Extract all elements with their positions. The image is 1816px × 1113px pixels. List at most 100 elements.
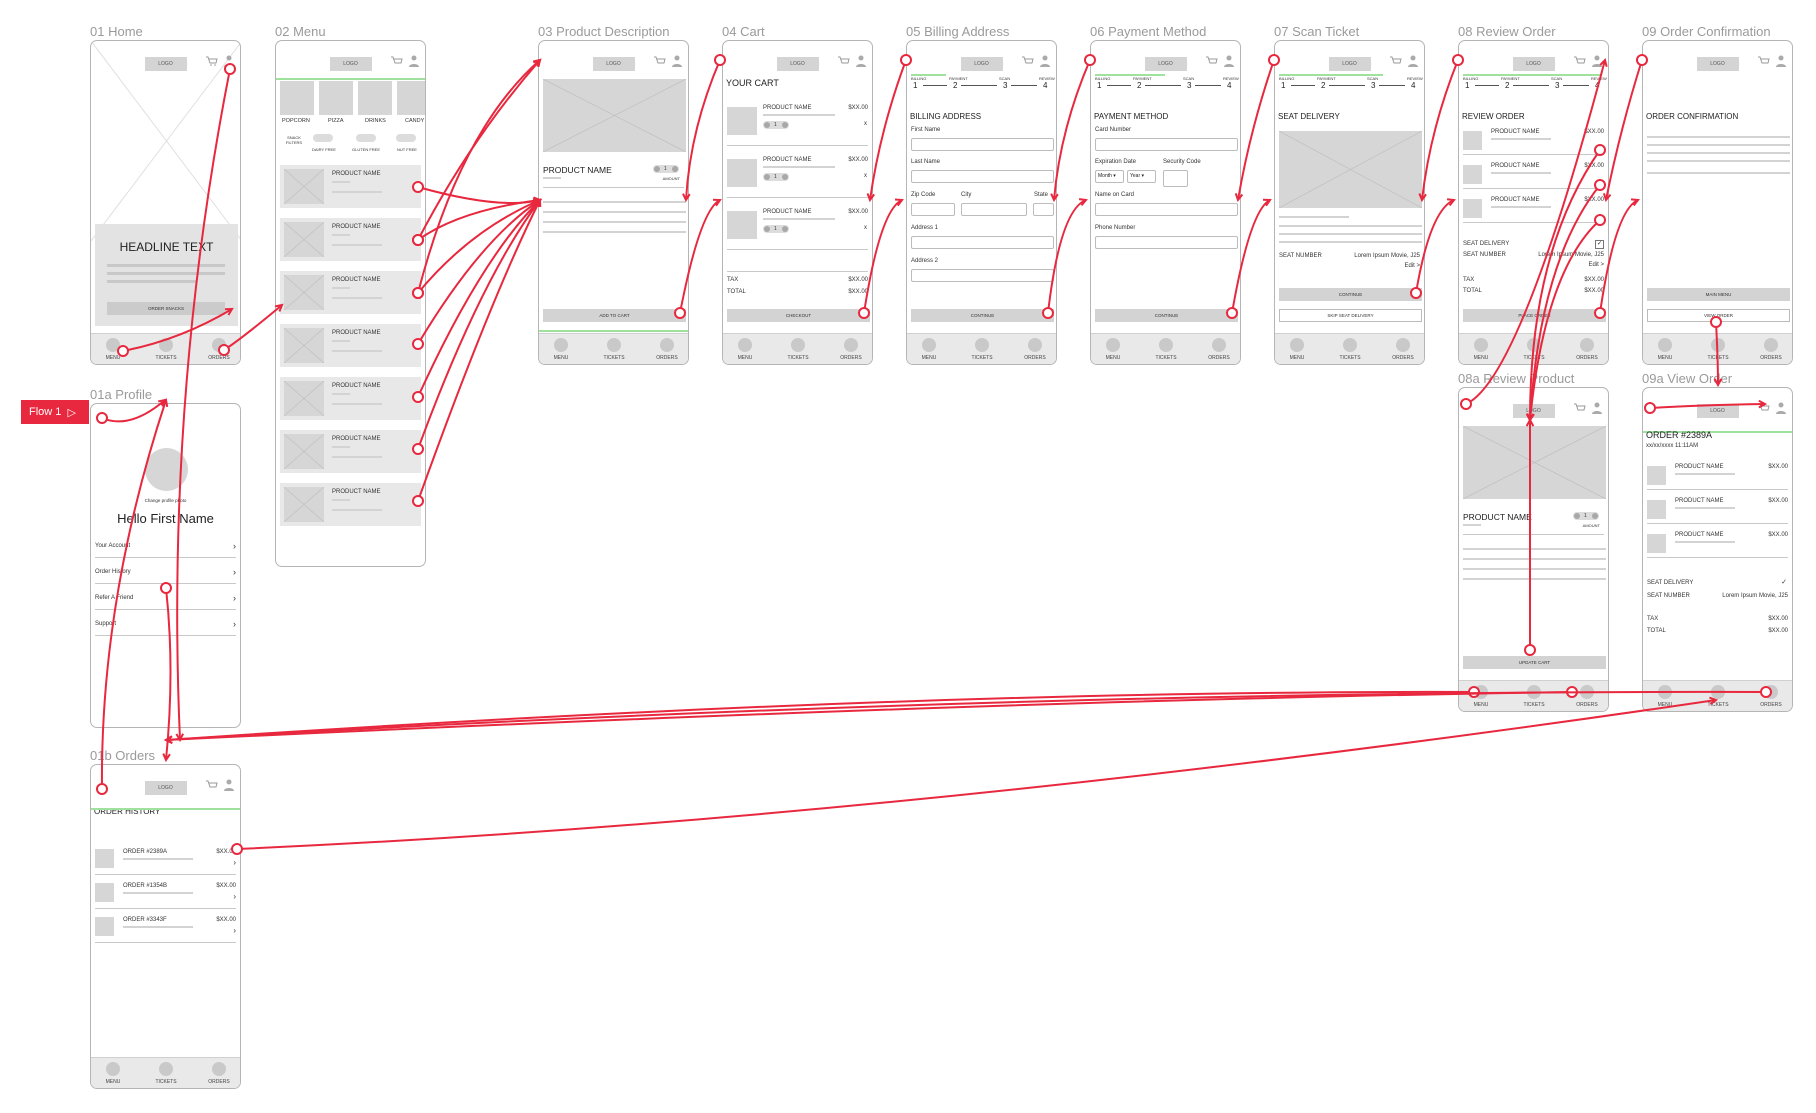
- category-popcorn[interactable]: POPCORN: [282, 118, 310, 124]
- update-cart-button[interactable]: UPDATE CART: [1463, 656, 1606, 669]
- seat-delivery-checkbox[interactable]: ✓: [1595, 240, 1604, 249]
- link-your-account[interactable]: Your Account: [95, 543, 131, 549]
- nav-menu[interactable]: MENU: [541, 338, 581, 361]
- year-select[interactable]: Year ▾: [1127, 170, 1156, 183]
- step-number[interactable]: 3: [1555, 81, 1560, 90]
- order-row[interactable]: ORDER #1354B $XX.00 ›: [91, 879, 240, 911]
- step-number[interactable]: 2: [1321, 81, 1326, 90]
- cart-icon[interactable]: [391, 56, 403, 66]
- cart-icon[interactable]: [1390, 56, 1402, 66]
- product-card[interactable]: PRODUCT NAME: [280, 218, 421, 261]
- address-2-field[interactable]: [911, 269, 1054, 282]
- nav-menu[interactable]: MENU: [93, 1062, 133, 1085]
- edit-seat-link[interactable]: Edit >: [1404, 263, 1420, 269]
- nav-orders[interactable]: ORDERS: [1567, 338, 1607, 361]
- step-number[interactable]: 2: [1137, 81, 1142, 90]
- step-number[interactable]: 3: [1371, 81, 1376, 90]
- category-image[interactable]: [397, 81, 425, 115]
- category-image[interactable]: [280, 81, 314, 115]
- nav-menu[interactable]: MENU: [1093, 338, 1133, 361]
- user-icon[interactable]: [672, 55, 682, 67]
- link-support[interactable]: Support: [95, 621, 117, 627]
- nav-tickets[interactable]: TICKETS: [1698, 685, 1738, 708]
- phone-field[interactable]: [1095, 236, 1238, 249]
- ticket-scanner-image[interactable]: [1279, 131, 1422, 208]
- quantity-stepper[interactable]: 1: [1573, 512, 1599, 520]
- review-item[interactable]: PRODUCT NAME$XX.00: [1459, 193, 1608, 225]
- link-refer-friend[interactable]: Refer A Friend: [95, 595, 134, 601]
- user-icon[interactable]: [1776, 55, 1786, 67]
- user-icon[interactable]: [224, 779, 234, 791]
- cart-icon[interactable]: [1022, 56, 1034, 66]
- nav-orders[interactable]: ORDERS: [1015, 338, 1055, 361]
- continue-button[interactable]: CONTINUE: [911, 309, 1054, 322]
- user-icon[interactable]: [1040, 55, 1050, 67]
- user-icon[interactable]: [224, 55, 234, 67]
- continue-button[interactable]: CONTINUE: [1095, 309, 1238, 322]
- security-code-field[interactable]: [1163, 170, 1188, 187]
- nav-menu[interactable]: MENU: [93, 338, 133, 361]
- place-order-button[interactable]: PLACE ORDER: [1463, 309, 1606, 322]
- quantity-stepper[interactable]: 1: [763, 225, 789, 233]
- cart-icon[interactable]: [1758, 56, 1770, 66]
- zip-field[interactable]: [911, 203, 955, 216]
- first-name-field[interactable]: [911, 138, 1054, 151]
- nav-orders[interactable]: ORDERS: [1751, 338, 1791, 361]
- quantity-stepper[interactable]: 1: [763, 121, 789, 129]
- view-order-button[interactable]: VIEW ORDER: [1647, 309, 1790, 322]
- nav-orders[interactable]: ORDERS: [1751, 685, 1791, 708]
- step-number[interactable]: 4: [1043, 81, 1048, 90]
- nav-menu[interactable]: MENU: [1277, 338, 1317, 361]
- cart-icon[interactable]: [1574, 56, 1586, 66]
- cart-icon[interactable]: [1574, 403, 1586, 413]
- add-to-cart-button[interactable]: ADD TO CART: [543, 309, 686, 322]
- nav-orders[interactable]: ORDERS: [647, 338, 687, 361]
- state-field[interactable]: [1033, 203, 1054, 216]
- step-number[interactable]: 4: [1411, 81, 1416, 90]
- user-icon[interactable]: [1408, 55, 1418, 67]
- nav-tickets[interactable]: TICKETS: [778, 338, 818, 361]
- step-number[interactable]: 1: [1465, 81, 1470, 90]
- address-1-field[interactable]: [911, 236, 1054, 249]
- product-card[interactable]: PRODUCT NAME: [280, 165, 421, 208]
- nav-orders[interactable]: ORDERS: [199, 1062, 239, 1085]
- review-item[interactable]: PRODUCT NAME$XX.00: [1459, 125, 1608, 157]
- nav-tickets[interactable]: TICKETS: [1146, 338, 1186, 361]
- step-number[interactable]: 4: [1595, 81, 1600, 90]
- card-number-field[interactable]: [1095, 138, 1238, 151]
- nav-orders[interactable]: ORDERS: [1199, 338, 1239, 361]
- user-icon[interactable]: [856, 55, 866, 67]
- step-number[interactable]: 3: [1187, 81, 1192, 90]
- checkout-button[interactable]: CHECKOUT: [727, 309, 870, 322]
- nav-tickets[interactable]: TICKETS: [1514, 685, 1554, 708]
- category-pizza[interactable]: PIZZA: [328, 118, 344, 124]
- quantity-stepper[interactable]: 1: [763, 173, 789, 181]
- toggle-dairy-free[interactable]: [313, 134, 333, 142]
- cart-icon[interactable]: [1758, 403, 1770, 413]
- order-snacks-button[interactable]: ORDER SNACKS: [107, 302, 225, 315]
- category-drinks[interactable]: DRINKS: [365, 118, 386, 124]
- nav-menu[interactable]: MENU: [725, 338, 765, 361]
- toggle-gluten-free[interactable]: [356, 134, 376, 142]
- user-icon[interactable]: [1592, 402, 1602, 414]
- nav-tickets[interactable]: TICKETS: [1330, 338, 1370, 361]
- order-row[interactable]: ORDER #2389A $XX.00 ›: [91, 845, 240, 877]
- nav-tickets[interactable]: TICKETS: [594, 338, 634, 361]
- product-card[interactable]: PRODUCT NAME: [280, 430, 421, 473]
- user-icon[interactable]: [1224, 55, 1234, 67]
- nav-menu[interactable]: MENU: [1461, 338, 1501, 361]
- nav-tickets[interactable]: TICKETS: [1698, 338, 1738, 361]
- category-candy[interactable]: CANDY: [405, 118, 425, 124]
- product-card[interactable]: PRODUCT NAME: [280, 271, 421, 314]
- step-number[interactable]: 2: [953, 81, 958, 90]
- last-name-field[interactable]: [911, 170, 1054, 183]
- cart-icon[interactable]: [206, 780, 218, 790]
- product-card[interactable]: PRODUCT NAME: [280, 377, 421, 420]
- nav-menu[interactable]: MENU: [909, 338, 949, 361]
- product-card[interactable]: PRODUCT NAME: [280, 324, 421, 367]
- city-field[interactable]: [961, 203, 1027, 216]
- toggle-nut-free[interactable]: [396, 134, 416, 142]
- nav-orders[interactable]: ORDERS: [831, 338, 871, 361]
